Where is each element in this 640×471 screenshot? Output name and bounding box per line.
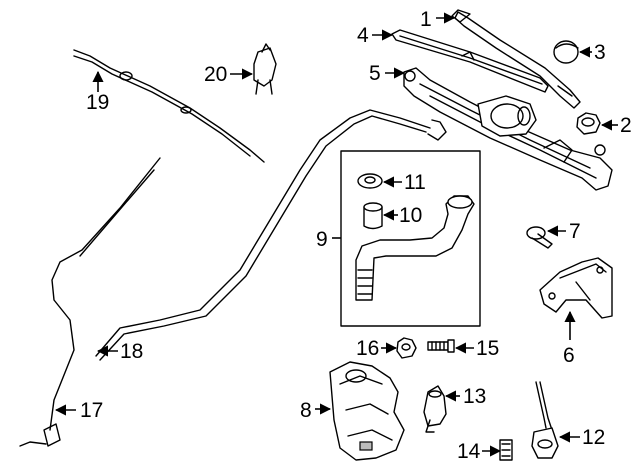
washer-pump-part[interactable] (531, 381, 559, 459)
jet-hose-part[interactable] (73, 49, 265, 163)
callout-19-label: 19 (86, 91, 109, 114)
callout-12: 12 (558, 426, 605, 449)
washer-hose-part[interactable] (95, 109, 447, 361)
callout-3: 3 (578, 41, 606, 64)
callout-11-label: 11 (404, 171, 426, 194)
callout-11: 11 (382, 171, 426, 194)
callout-5: 5 (369, 62, 406, 85)
callout-20-label: 20 (204, 63, 227, 86)
callout-19: 19 (86, 70, 109, 114)
callout-13-label: 13 (463, 385, 486, 408)
callout-7: 7 (546, 220, 581, 243)
pivot-cap-part[interactable] (553, 40, 579, 64)
callout-9-label: 9 (316, 228, 328, 251)
callout-2-label: 2 (620, 114, 632, 137)
washer-motor-part[interactable] (423, 385, 447, 433)
callout-14: 14 (457, 440, 502, 463)
filler-neck-part[interactable] (355, 195, 475, 301)
callout-13: 13 (444, 385, 486, 408)
callout-8: 8 (300, 399, 332, 422)
callout-10: 10 (382, 204, 422, 227)
callout-17-label: 17 (80, 399, 103, 422)
callout-14-label: 14 (457, 440, 481, 463)
grommet-part[interactable] (357, 173, 383, 189)
callout-17: 17 (54, 399, 103, 422)
wiper-linkage-part[interactable] (403, 67, 613, 191)
rear-washer-hose-part[interactable] (19, 157, 161, 447)
callout-4-label: 4 (357, 24, 369, 47)
callout-6: 6 (563, 310, 576, 367)
seal-part[interactable] (363, 202, 383, 230)
callout-4: 4 (357, 24, 394, 47)
washer-nozzle-part[interactable] (253, 43, 277, 95)
callout-7-label: 7 (569, 220, 581, 243)
callout-1: 1 (420, 8, 456, 31)
callout-15-label: 15 (476, 337, 499, 360)
screw-part[interactable] (427, 339, 455, 353)
bracket-bolt-part[interactable] (526, 226, 553, 249)
callout-18: 18 (96, 340, 143, 363)
wiper-blade-part[interactable] (391, 29, 549, 93)
reservoir-nut-part[interactable] (396, 337, 417, 359)
mounting-bracket-part[interactable] (539, 257, 613, 319)
pivot-nut-part[interactable] (576, 112, 601, 135)
callout-2: 2 (600, 114, 632, 137)
callout-16: 16 (356, 337, 398, 360)
callout-15: 15 (454, 337, 499, 360)
callout-1-label: 1 (420, 8, 432, 31)
callout-6-label: 6 (563, 344, 575, 367)
washer-reservoir-part[interactable] (329, 361, 405, 461)
callout-20: 20 (204, 63, 254, 86)
callout-10-label: 10 (399, 204, 422, 227)
callout-8-label: 8 (300, 399, 312, 422)
callout-5-label: 5 (369, 62, 381, 85)
callout-16-label: 16 (356, 337, 379, 360)
callout-12-label: 12 (582, 426, 605, 449)
callout-18-label: 18 (120, 340, 143, 363)
level-sensor-part[interactable] (499, 439, 513, 461)
callout-9: 9 (316, 228, 341, 251)
callout-3-label: 3 (594, 41, 606, 64)
